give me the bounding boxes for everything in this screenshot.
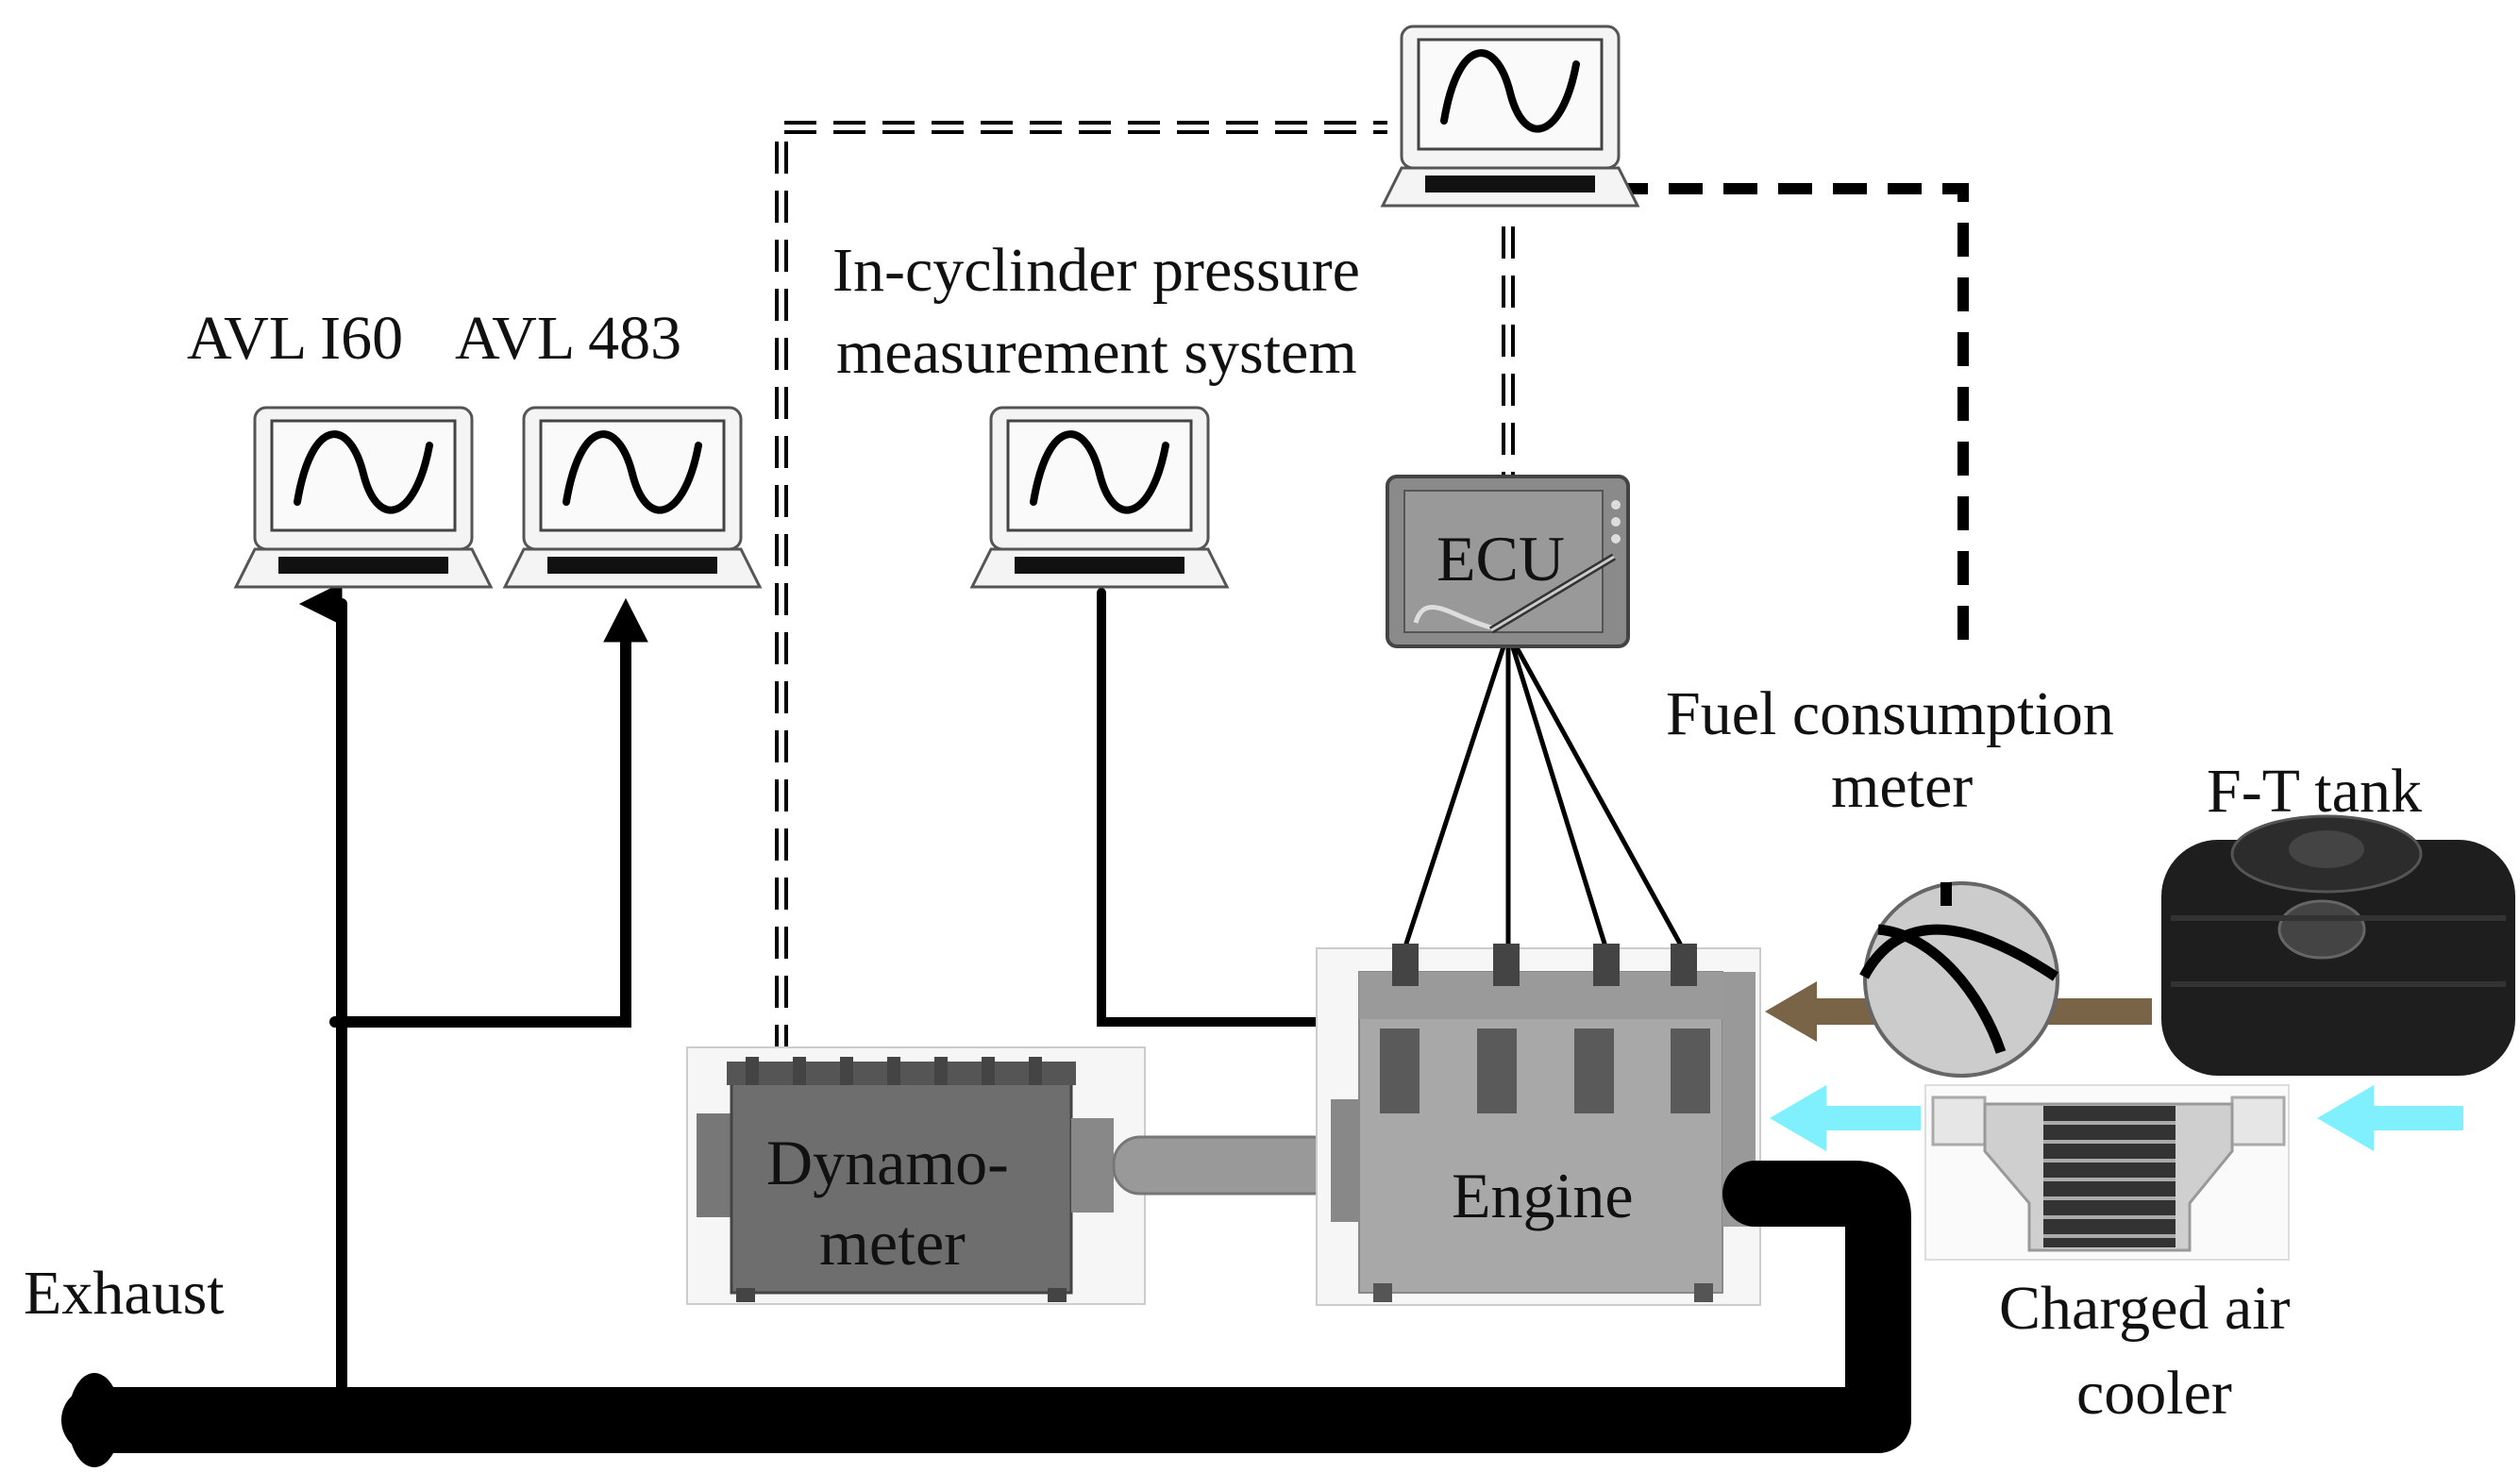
- label-fuel-meter-1: Fuel consumption: [1666, 679, 2114, 748]
- label-engine: Engine: [1452, 1160, 1634, 1231]
- laptop-top-icon: [1383, 26, 1638, 206]
- dashed-data-lines: [775, 121, 1969, 1057]
- label-dynamometer-2: meter: [819, 1207, 966, 1279]
- charged-air-arrows: [1770, 1085, 2463, 1151]
- engine-icon: [1316, 944, 1761, 1306]
- label-avl-i60: AVL I60: [187, 304, 403, 373]
- label-pressure-system-1: In-cyclinder pressure: [832, 236, 1360, 305]
- label-pressure-system-2: measurement system: [836, 318, 1357, 387]
- laptop-avl-483-icon: [505, 408, 760, 587]
- label-dynamometer-1: Dynamo-: [766, 1127, 1009, 1198]
- dynamometer-icon: [686, 1046, 1342, 1305]
- label-charged-air-cooler-2: cooler: [2076, 1359, 2232, 1428]
- label-fuel-meter-2: meter: [1831, 752, 1973, 821]
- exhaust-pipe: [61, 1161, 1911, 1467]
- fuel-tank-icon: [2161, 814, 2515, 1076]
- label-charged-air-cooler-1: Charged air: [1999, 1274, 2291, 1343]
- label-exhaust: Exhaust: [24, 1259, 225, 1328]
- label-ft-tank: F-T tank: [2207, 757, 2422, 826]
- ecu-tablet-icon: [1386, 475, 1630, 648]
- label-ecu: ECU: [1436, 523, 1565, 594]
- solid-signal-lines: [298, 582, 1683, 1412]
- laptop-pressure-icon: [972, 408, 1227, 587]
- flow-meter-icon: [1859, 881, 2059, 1078]
- laptop-avl-i60-icon: [236, 408, 491, 587]
- intercooler-icon: [1924, 1084, 2290, 1261]
- label-avl-483: AVL 483: [455, 304, 681, 373]
